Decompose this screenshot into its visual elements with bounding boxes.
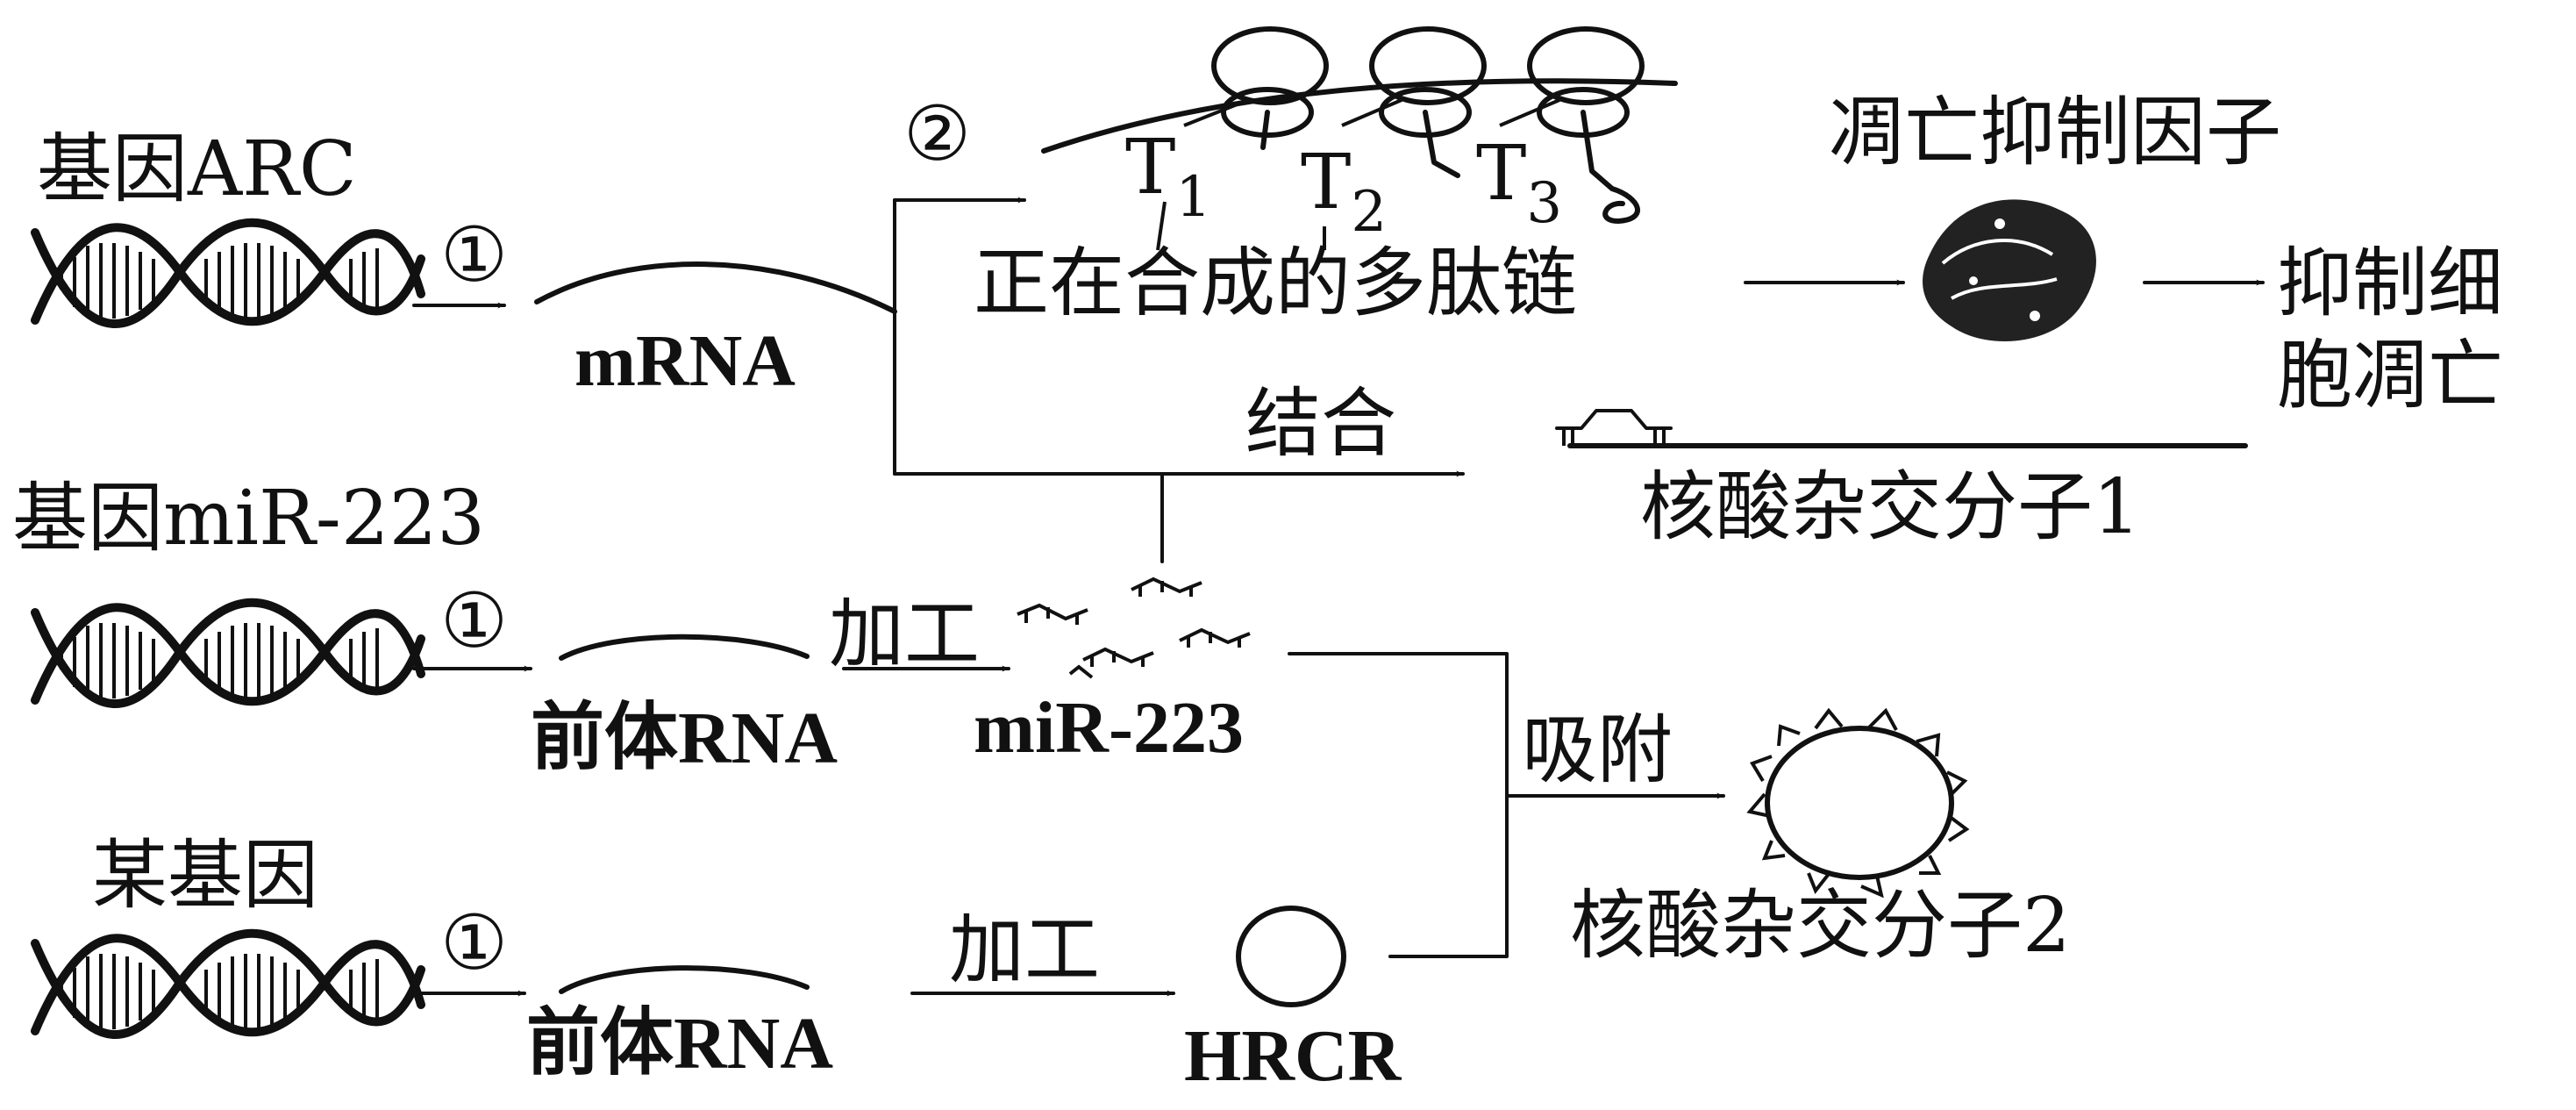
t3-letter: T [1476, 130, 1527, 218]
bind-label: 结合 [1245, 380, 1396, 468]
t1-letter: T [1125, 124, 1176, 211]
step-1-label: ① [440, 899, 509, 987]
pre-rna-strand [559, 965, 810, 994]
inhibit-apoptosis-label: 抑制细 [2277, 240, 2503, 327]
t2-label: T2 [1301, 145, 1387, 240]
mir223-label: miR-223 [974, 687, 1244, 769]
gene-other-label: 某基因 [92, 832, 318, 920]
mrna-label: mRNA [574, 320, 796, 402]
process-label: 加工 [949, 906, 1100, 994]
hrcr-circle [1236, 906, 1346, 1007]
mir223-molecules [1017, 576, 1251, 679]
protein-blob-icon [1923, 199, 2096, 341]
step-1-label: ① [440, 211, 509, 299]
dna-helix-icon [35, 603, 421, 704]
t2-letter: T [1301, 139, 1352, 226]
hybrid-molecule-2-label: 核酸杂交分子2 [1570, 882, 2071, 970]
adsorb-label: 吸附 [1522, 706, 1673, 794]
apoptosis-inhibitor-label: 凋亡抑制因子 [1829, 89, 2281, 176]
hrcr-label: HRCR [1184, 1015, 1402, 1097]
t1-subscript: 1 [1175, 165, 1212, 230]
pre-rna-label: 前体RNA [531, 698, 838, 779]
hybrid-molecule-2 [1746, 707, 1970, 899]
ribosome-translation [1041, 26, 1678, 251]
pre-rna-strand [559, 634, 810, 661]
t3-subscript: 3 [1526, 171, 1563, 236]
t3-label: T3 [1476, 136, 1562, 232]
t2-subscript: 2 [1351, 180, 1388, 245]
hybrid-molecule-1-label: 核酸杂交分子1 [1640, 463, 2141, 551]
gene-arc-label: 基因ARC [37, 125, 357, 213]
dna-helix-icon [35, 934, 421, 1035]
hybrid-molecule-1 [1555, 409, 2248, 448]
step-1-label: ① [440, 577, 509, 665]
t1-label: T1 [1125, 130, 1211, 226]
polypeptide-label: 正在合成的多肽链 [974, 240, 1577, 327]
step-2-label: ② [903, 90, 972, 178]
connector-adsorb [1288, 652, 1509, 958]
pre-rna-label: 前体RNA [526, 1003, 833, 1085]
gene-mir223-label: 基因miR-223 [12, 475, 486, 562]
mrna-strand [534, 261, 897, 314]
dna-helix-icon [31, 218, 425, 328]
inhibit-apoptosis-label: 胞凋亡 [2277, 332, 2503, 419]
process-label: 加工 [829, 591, 980, 678]
